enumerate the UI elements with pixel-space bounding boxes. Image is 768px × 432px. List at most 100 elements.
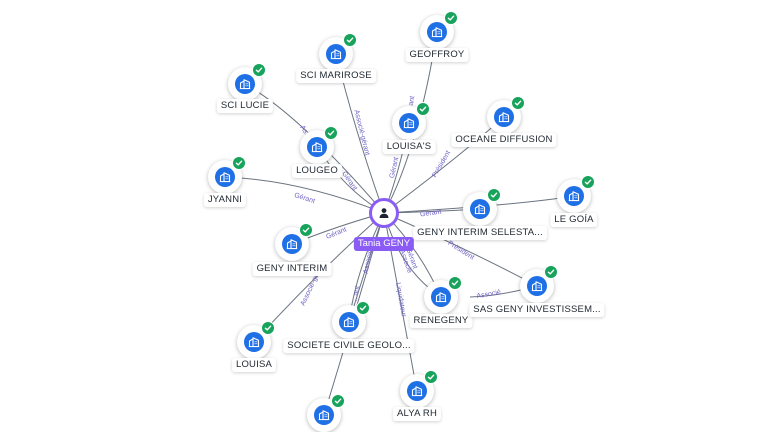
verified-badge: [356, 301, 370, 315]
building-icon: [330, 49, 342, 60]
node-label-geoffroy[interactable]: GEOFFROY: [405, 48, 469, 62]
building-icon: [474, 204, 486, 215]
company-node-sci-lucie[interactable]: [228, 63, 266, 101]
node-label-geny-interim[interactable]: GENY INTERIM: [252, 262, 332, 276]
building-icon: [219, 172, 231, 183]
company-node-louisa[interactable]: [237, 321, 275, 359]
company-icon-circle: [282, 234, 302, 254]
check-icon: [264, 325, 272, 331]
building-icon: [343, 317, 355, 328]
company-node-le-goia[interactable]: [557, 175, 595, 213]
edge-label-jyanni: Gérant: [293, 192, 316, 205]
building-icon: [431, 27, 443, 38]
building-icon: [435, 292, 447, 303]
edge-label-geny-interim: Gérant: [325, 226, 348, 241]
verified-badge: [544, 265, 558, 279]
edge-alya-rh: [383, 212, 419, 392]
check-icon: [547, 269, 555, 275]
check-icon: [235, 160, 243, 166]
company-node-louisas[interactable]: [392, 102, 430, 140]
company-icon-circle: [564, 186, 584, 206]
check-icon: [584, 179, 592, 185]
company-node-geny-interim[interactable]: [275, 223, 313, 261]
company-node-geoffroy[interactable]: [420, 11, 458, 49]
node-label-sc-geolo[interactable]: SOCIETE CIVILE GEOLO...: [283, 339, 415, 353]
company-node-oceane-diffusion[interactable]: [487, 96, 525, 134]
edge-label-sas-geny-1: Président: [446, 240, 475, 262]
edge-label-sci-marirose: Associé-gérant: [352, 109, 370, 156]
company-icon-circle: [431, 287, 451, 307]
edge-label-sas-geny-2: Associé: [476, 289, 501, 300]
person-icon: [379, 208, 389, 218]
check-icon: [451, 280, 459, 286]
company-node-sci-marirose[interactable]: [319, 33, 357, 71]
company-icon-circle: [399, 113, 419, 133]
verified-badge: [331, 394, 345, 408]
edge-jyanni: [224, 174, 385, 214]
node-label-le-goia[interactable]: LE GOÍA: [550, 213, 598, 227]
company-node-alya-rh[interactable]: [400, 370, 438, 408]
check-icon: [346, 37, 354, 43]
verified-badge: [299, 223, 313, 237]
check-icon: [419, 106, 427, 112]
node-label-lougeo[interactable]: LOUGEO: [292, 164, 342, 178]
edge-label-geoffroy: ...ant: [407, 95, 417, 112]
node-label-oceane-diffusion[interactable]: OCEANE DIFFUSION: [451, 133, 557, 147]
check-icon: [359, 305, 367, 311]
edge-label-sc-geolo-2: ...ant: [352, 285, 362, 302]
check-icon: [255, 67, 263, 73]
verified-badge: [416, 102, 430, 116]
person-node[interactable]: [369, 198, 399, 228]
verified-badge: [324, 126, 338, 140]
person-label[interactable]: Tania GENY: [353, 237, 415, 251]
verified-badge: [487, 188, 501, 202]
company-icon-circle: [307, 137, 327, 157]
node-label-louisa[interactable]: LOUISA: [231, 358, 277, 372]
verified-badge: [343, 33, 357, 47]
building-icon: [498, 112, 510, 123]
node-label-sci-marirose[interactable]: SCI MARIROSE: [296, 69, 376, 83]
company-icon-circle: [326, 44, 346, 64]
company-node-lougeo[interactable]: [300, 126, 338, 164]
node-label-jyanni[interactable]: JYANNI: [203, 193, 247, 207]
edge-label-oceane: Président: [431, 150, 452, 179]
company-node-bottom[interactable]: [307, 394, 345, 432]
company-node-sc-geolo[interactable]: [332, 301, 370, 339]
company-node-renegeny[interactable]: [424, 276, 462, 314]
node-label-sas-geny[interactable]: SAS GENY INVESTISSEM...: [469, 303, 605, 317]
building-icon: [403, 118, 415, 129]
company-icon-circle: [494, 107, 514, 127]
check-icon: [302, 227, 310, 233]
node-label-alya-rh[interactable]: ALYA RH: [392, 407, 442, 421]
verified-badge: [261, 321, 275, 335]
verified-badge: [232, 156, 246, 170]
company-icon-circle: [314, 405, 334, 425]
edge-label-geny-interim-selesta: Gérant: [420, 209, 442, 219]
company-icon-circle: [235, 74, 255, 94]
edge-label-alya-rh: Liquidateur: [394, 282, 407, 318]
check-icon: [427, 374, 435, 380]
node-label-louisas[interactable]: LOUISA'S: [382, 140, 436, 154]
company-icon-circle: [339, 312, 359, 332]
verified-badge: [444, 11, 458, 25]
node-label-sci-lucie[interactable]: SCI LUCIE: [216, 99, 274, 113]
verified-badge: [511, 96, 525, 110]
node-label-renegeny[interactable]: RENEGENY: [409, 314, 473, 328]
verified-badge: [581, 175, 595, 189]
company-icon-circle: [407, 381, 427, 401]
check-icon: [327, 130, 335, 136]
company-node-geny-interim-selesta[interactable]: [463, 188, 501, 226]
company-icon-circle: [244, 332, 264, 352]
building-icon: [568, 191, 580, 202]
edge-label-sc-geolo-1: Associé: [363, 249, 375, 275]
building-icon: [286, 239, 298, 250]
building-icon: [318, 410, 330, 421]
node-label-geny-interim-selesta[interactable]: GENY INTERIM SELESTA...: [413, 226, 547, 240]
company-node-sas-geny[interactable]: [520, 265, 558, 303]
company-icon-circle: [427, 22, 447, 42]
building-icon: [239, 79, 251, 90]
company-icon-circle: [527, 276, 547, 296]
company-node-jyanni[interactable]: [208, 156, 246, 194]
edge-sas-geny-1: [383, 212, 538, 287]
